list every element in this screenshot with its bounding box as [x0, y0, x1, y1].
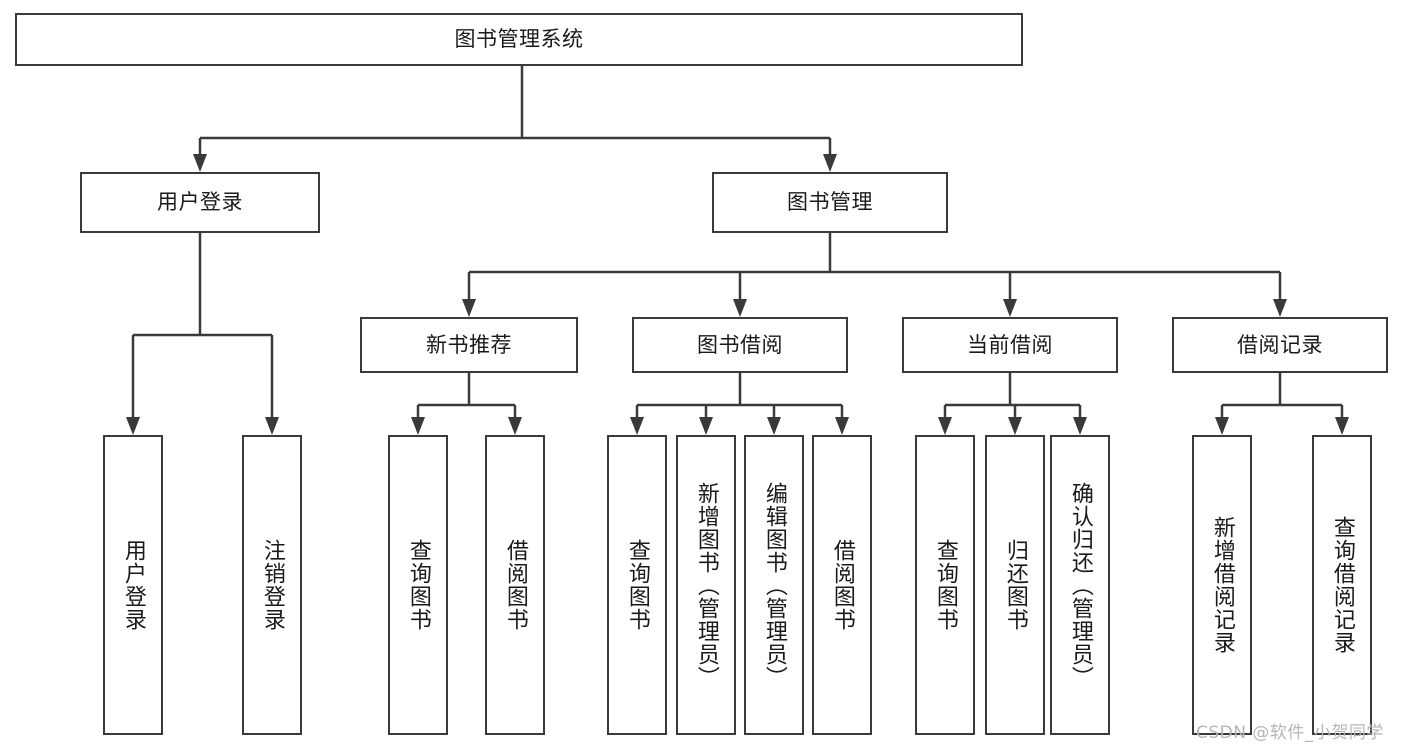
- node-book-borrow[interactable]: 图书借阅: [632, 317, 848, 373]
- node-label: 图书管理: [787, 190, 873, 215]
- node-label: 查询图书: [624, 539, 650, 631]
- node-leaf-add-book[interactable]: 新增图书（管理员）: [676, 435, 736, 735]
- node-leaf-edit-book[interactable]: 编辑图书（管理员）: [744, 435, 804, 735]
- watermark-label: CSDN @软件_小贺同学: [1196, 723, 1384, 743]
- node-leaf-query-record[interactable]: 查询借阅记录: [1312, 435, 1372, 735]
- node-label: 图书借阅: [697, 332, 783, 357]
- node-borrow-record[interactable]: 借阅记录: [1172, 317, 1388, 373]
- node-label: 查询图书: [932, 539, 958, 631]
- node-book-manage[interactable]: 图书管理: [712, 172, 948, 233]
- node-leaf-borrow-book-1[interactable]: 借阅图书: [485, 435, 545, 735]
- node-label: 新增图书（管理员）: [693, 481, 719, 689]
- node-new-book-recommend[interactable]: 新书推荐: [360, 317, 578, 373]
- node-label: 借阅图书: [502, 539, 528, 631]
- arrow-head-icon: [630, 417, 644, 435]
- node-leaf-return-book[interactable]: 归还图书: [985, 435, 1045, 735]
- node-label: 编辑图书（管理员）: [761, 481, 787, 689]
- arrow-head-icon: [265, 417, 279, 435]
- node-label: 查询借阅记录: [1329, 516, 1355, 654]
- node-label: 注销登录: [259, 539, 285, 631]
- node-current-borrow[interactable]: 当前借阅: [902, 317, 1118, 373]
- arrow-head-icon: [1335, 417, 1349, 435]
- arrow-head-icon: [1215, 417, 1229, 435]
- node-leaf-user-login[interactable]: 用户登录: [103, 435, 163, 735]
- arrow-head-icon: [835, 417, 849, 435]
- node-leaf-confirm-return[interactable]: 确认归还（管理员）: [1050, 435, 1110, 735]
- arrow-head-icon: [1073, 417, 1087, 435]
- node-label: 借阅图书: [829, 539, 855, 631]
- node-label: 归还图书: [1002, 539, 1028, 631]
- arrow-head-icon: [823, 154, 837, 172]
- node-leaf-borrow-book-2[interactable]: 借阅图书: [812, 435, 872, 735]
- arrow-head-icon: [1008, 417, 1022, 435]
- arrow-head-icon: [508, 417, 522, 435]
- node-leaf-logout[interactable]: 注销登录: [242, 435, 302, 735]
- node-label: 新书推荐: [426, 332, 512, 357]
- node-label: 确认归还（管理员）: [1067, 481, 1093, 689]
- arrow-head-icon: [938, 417, 952, 435]
- node-leaf-query-book-3[interactable]: 查询图书: [915, 435, 975, 735]
- node-label: 查询图书: [405, 539, 431, 631]
- node-label: 当前借阅: [967, 332, 1053, 357]
- arrow-head-icon: [126, 417, 140, 435]
- node-label: 图书管理系统: [454, 27, 584, 52]
- arrow-head-icon: [411, 417, 425, 435]
- node-leaf-query-book-2[interactable]: 查询图书: [607, 435, 667, 735]
- node-label: 用户登录: [157, 190, 243, 215]
- node-label: 用户登录: [120, 539, 146, 631]
- node-leaf-query-book-1[interactable]: 查询图书: [388, 435, 448, 735]
- arrow-head-icon: [462, 299, 476, 317]
- arrow-head-icon: [699, 417, 713, 435]
- arrow-head-icon: [1273, 299, 1287, 317]
- node-leaf-add-record[interactable]: 新增借阅记录: [1192, 435, 1252, 735]
- node-root[interactable]: 图书管理系统: [15, 13, 1023, 66]
- arrow-head-icon: [767, 417, 781, 435]
- node-label: 新增借阅记录: [1209, 516, 1235, 654]
- arrow-head-icon: [1003, 299, 1017, 317]
- arrow-head-icon: [733, 299, 747, 317]
- node-user-login[interactable]: 用户登录: [80, 172, 320, 233]
- arrow-head-icon: [193, 154, 207, 172]
- node-label: 借阅记录: [1237, 332, 1323, 357]
